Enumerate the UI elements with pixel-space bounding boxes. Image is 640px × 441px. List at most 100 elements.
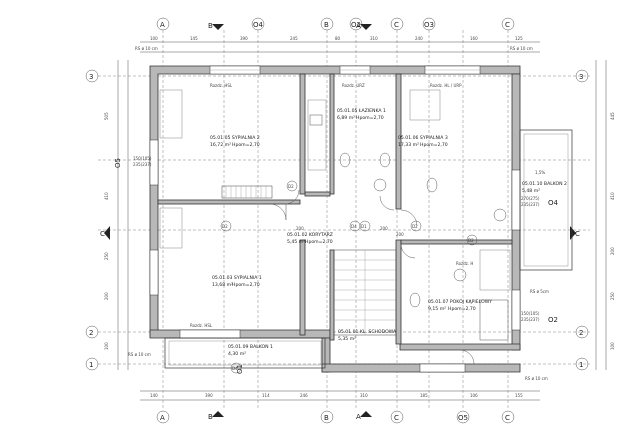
note-rs-bottom-right: RS ø 10 cm [525,376,548,381]
room-2-height: Hpom=2,70 [356,115,384,121]
dim-top-3: 245 [290,36,298,41]
room-6-code: 05.01.07 POKÓJ KĄPIELOWY [428,298,492,305]
dim-top-4: 80 [335,36,341,41]
axis-1-left: 1 [89,361,93,369]
left-dimensions: 505 410 250 200 100 [104,112,109,350]
section-a-bottom: A [356,413,361,421]
note-win2: 270(275) [521,196,540,201]
room-7-code: 05.01.10 BALKON 2 [522,181,567,187]
section-c-right: C [575,230,580,238]
axis-c-bottom: C [394,414,399,422]
room-6-area: 9,15 m² [428,306,446,312]
room-4-height: Hpom=2,70 [305,239,333,245]
room-0-height: Hpom=2,70 [232,142,260,148]
note-rozdz-hsl2: Rozdz. HSL [190,323,213,328]
interior-walls [157,73,513,345]
note-h200b: 200 [380,226,388,231]
note-win1: 150(105) [133,156,152,161]
dim-bottom-2: 114 [262,393,270,398]
dim-right-3: 250 [610,292,615,300]
door-tag-2: D2 [288,184,294,189]
dim-top-6: 240 [415,36,423,41]
windows [149,65,521,373]
dim-bottom-0: 140 [150,393,158,398]
bottom-dimensions: 140 390 114 246 310 185 106 155 [150,393,523,398]
note-rozdz-hl: Rozdz. HL / URP [430,83,462,88]
dim-top-2: 390 [240,36,248,41]
staircase [333,249,397,336]
axis-d-bottom: C [505,414,510,422]
dim-left-3: 200 [104,292,109,300]
axis-d-top: C [505,21,510,29]
room-8-area: 4,30 m² [228,351,246,357]
grid-bubbles-bottom: A B C O5 C [156,410,515,424]
axis-a-bottom: A [160,414,165,422]
section-c-left: C [100,230,105,238]
dim-top-0: 100 [150,36,158,41]
dim-bottom-3: 246 [300,393,308,398]
dim-bottom-5: 185 [420,393,428,398]
note-rs-right-mid: RS ø 5cm [530,289,549,294]
room-1-area: 17,33 m² [398,142,419,148]
room-2-code: 05.01.05 ŁAZIENKA 1 [337,108,386,114]
dim-left-2: 250 [104,252,109,260]
note-h200c: 200 [396,232,404,237]
dim-left-4: 100 [104,342,109,350]
dim-bottom-1: 390 [205,393,213,398]
dim-top-8: 125 [515,36,523,41]
dim-bottom-4: 310 [360,393,368,398]
door-tag-6: D2 [468,238,474,243]
door-tag-1: D2 [222,224,228,229]
door-tag-3: D2 [412,224,418,229]
note-slope: 1,5% [535,170,545,175]
note-rozdz-urz: Rozdz. URZ [342,83,365,88]
door-tag-4: D1 [361,224,367,229]
dim-top-7: 160 [470,36,478,41]
axis-3-right: 3 [579,73,583,81]
top-dimensions: 100 145 390 245 80 310 240 160 125 [150,36,523,41]
note-win2b: 235(237) [521,202,540,207]
door-tag-7: D4 [232,366,238,371]
section-b-bottom: B [208,413,213,421]
axis-o5-left: O5 [114,158,122,168]
note-rozdz-hsl: Rozdz. HSL [210,83,233,88]
axis-2-right: 2 [579,329,583,337]
note-rs-bottom-left: RS ø 10 cm [128,352,151,357]
axis-2-left: 2 [89,329,93,337]
section-markers: C C B A B A [100,22,580,421]
room-1-height: Hpom=2,70 [420,142,448,148]
room-labels: 05.01.05 SYPIALNIA 2 16,72 m² Hpom=2,70 … [210,108,567,357]
room-0-area: 16,72 m² [210,142,231,148]
dim-right-2: 200 [610,247,615,255]
dim-left-0: 505 [104,112,109,120]
axis-o2-top: O2 [351,21,361,29]
section-a-top: A [356,22,361,30]
room-6-height: Hpom=2,70 [448,306,476,312]
door-swings [269,189,475,365]
axis-a-top: A [160,21,165,29]
note-win3: 150(105) [521,311,540,316]
room-0-code: 05.01.05 SYPIALNIA 2 [210,135,260,141]
right-dimensions: 445 410 200 250 100 [610,112,615,350]
axis-o3-top: O3 [424,21,434,29]
door-tag-5: D4 [351,224,357,229]
dim-bottom-6: 106 [470,393,478,398]
room-2-area: 6,89 m² [337,115,355,121]
axis-c-top: C [394,21,399,29]
section-b-top: B [208,22,213,30]
axis-o5-bottom: O5 [458,414,468,422]
note-win3b: 235(237) [521,317,540,322]
room-5-area: 5,35 m² [338,336,356,342]
note-rozdz-h: Rozdz. H [456,261,473,266]
note-rs-top-right: RS ø 10 cm [510,46,533,51]
annotations: RS ø 10 cm RS ø 10 cm RS ø 10 cm RS ø 10… [128,46,549,381]
room-4-code: 05.01.02 KORYTARZ [287,232,333,238]
axis-o1-left: O1 [236,364,244,374]
dim-right-4: 100 [610,342,615,350]
axis-3-left: 3 [89,73,93,81]
axis-b-bottom: B [324,414,329,422]
axis-o2-right: O2 [548,316,558,324]
room-1-code: 05.01.06 SYPIALNIA 3 [398,135,448,141]
wardrobe-hatch [159,89,511,291]
